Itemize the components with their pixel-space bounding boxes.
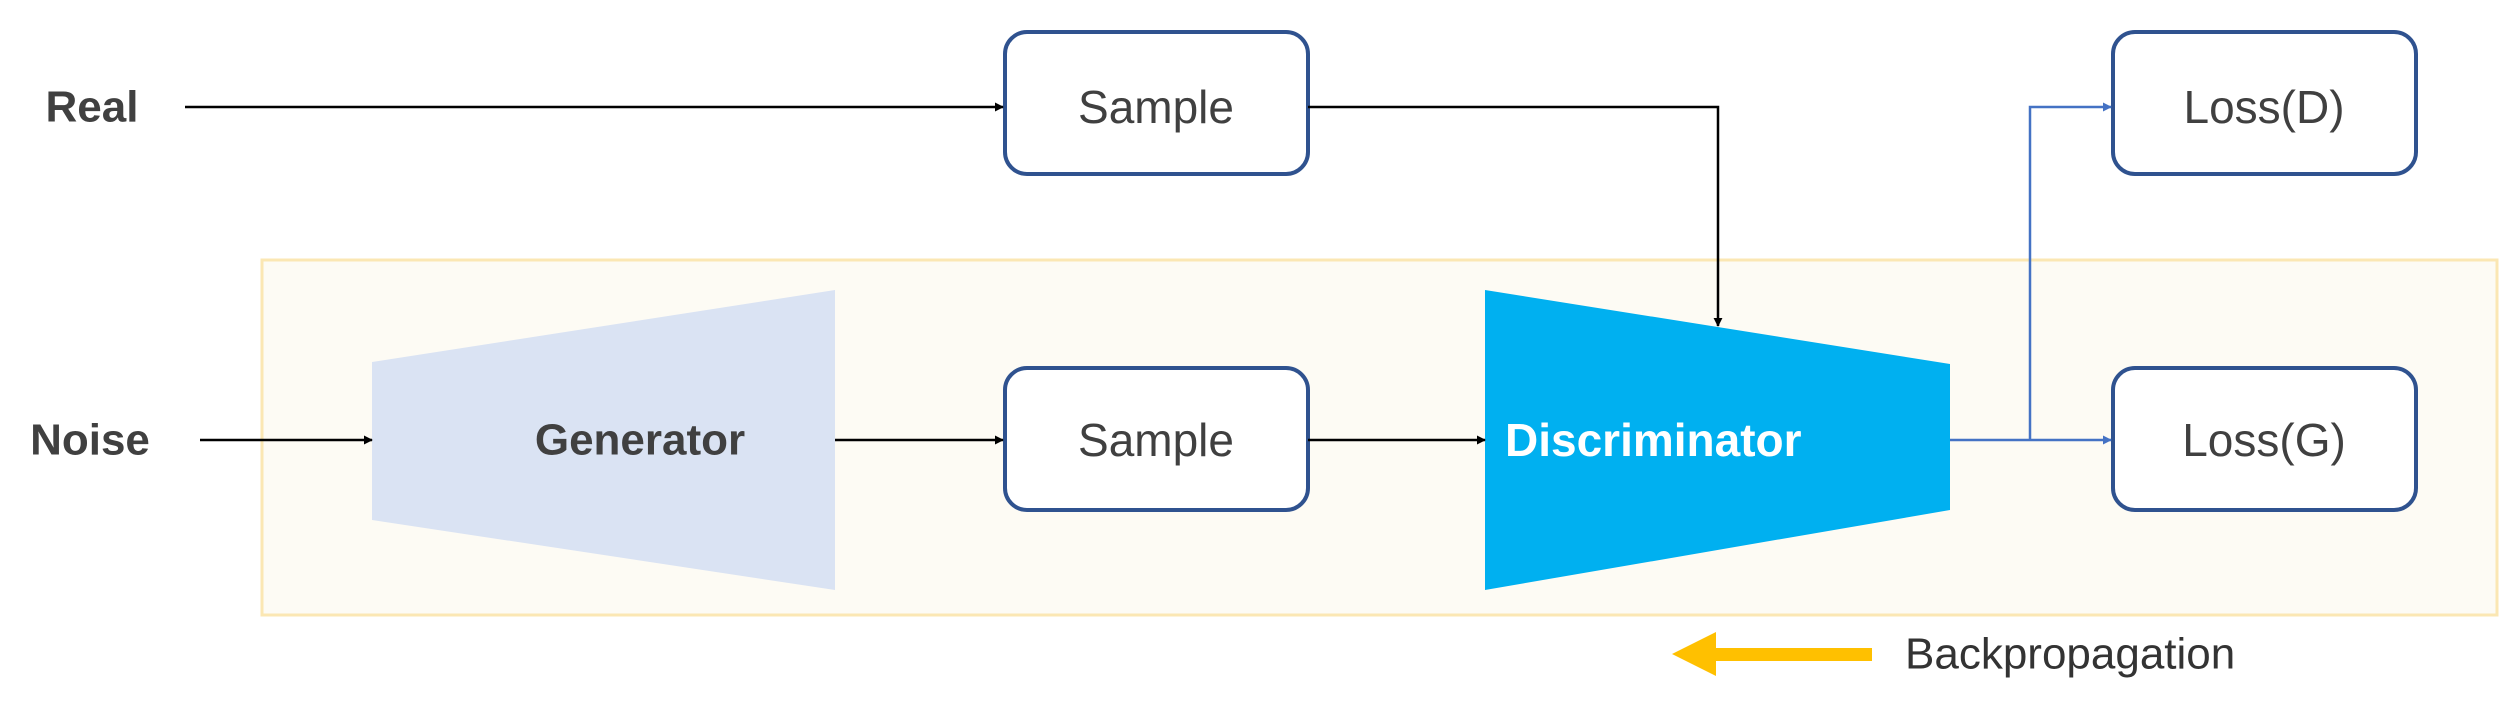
loss-g-box bbox=[2111, 366, 2418, 512]
real-label: Real bbox=[46, 83, 139, 132]
sample-fake-label: Sample bbox=[1078, 414, 1234, 466]
loss-g-label: Loss(G) bbox=[2182, 414, 2346, 466]
loss-d-label: Loss(D) bbox=[2183, 81, 2344, 133]
arrow-to-loss-d bbox=[2028, 102, 2112, 440]
left-arrow-icon bbox=[1672, 632, 1872, 676]
arrow-sample-to-discriminator bbox=[1308, 105, 1723, 327]
generator-shape bbox=[372, 290, 835, 590]
loss-d-box bbox=[2111, 30, 2418, 176]
discriminator-shape bbox=[1485, 290, 1950, 590]
noise-label: Noise bbox=[30, 416, 150, 465]
sample-real-label: Sample bbox=[1078, 81, 1234, 133]
sample-real-box bbox=[1003, 30, 1310, 176]
generator-label: Generator bbox=[535, 416, 745, 465]
discriminator-label: Discriminator bbox=[1505, 414, 1802, 466]
backprop-label: Backpropagation bbox=[1905, 630, 2235, 679]
